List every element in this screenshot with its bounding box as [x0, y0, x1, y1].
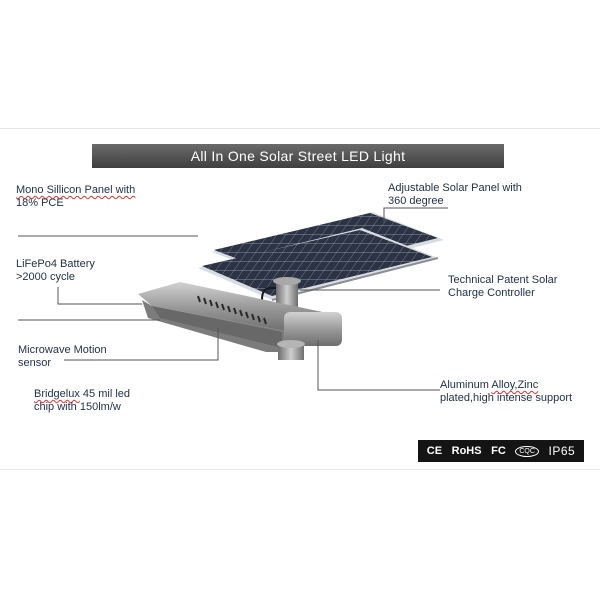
- label-motion-sensor: Microwave Motion sensor: [18, 344, 107, 370]
- label-controller: Technical Patent Solar Charge Controller: [448, 274, 557, 300]
- label-aluminum: Aluminum Alloy,Zinc plated,high intense …: [440, 379, 572, 405]
- label-adjustable-panel-line1: Adjustable Solar Panel with: [388, 182, 522, 194]
- label-motion-sensor-line2: sensor: [18, 357, 52, 369]
- label-bridgelux-line1a: Bridgelux: [34, 388, 80, 400]
- label-bridgelux: Bridgelux 45 mil led chip with 150lm/w: [34, 388, 130, 414]
- diagram-title: All In One Solar Street LED Light: [92, 144, 504, 168]
- label-battery: LiFePo4 Battery >2000 cycle: [16, 258, 95, 284]
- rohs-mark-icon: RoHS: [451, 445, 482, 457]
- label-bridgelux-line1b: 45 mil led: [79, 388, 130, 400]
- diagram-frame: [0, 128, 600, 470]
- label-motion-sensor-line1: Microwave Motion: [18, 344, 107, 356]
- leader-lines: [18, 207, 448, 391]
- label-mono-panel: Mono Sillicon Panel with 18% PCE: [16, 184, 135, 210]
- label-aluminum-line2: plated,high intense support: [440, 392, 573, 404]
- panel-mount: [261, 277, 301, 310]
- fc-mark-icon: FC: [491, 445, 506, 457]
- label-battery-line2: >2000 cycle: [16, 271, 76, 283]
- ce-mark-icon: CE: [426, 445, 443, 457]
- certification-bar: CE RoHS FC CQC IP65: [418, 440, 584, 462]
- label-adjustable-panel: Adjustable Solar Panel with 360 degree: [388, 182, 522, 208]
- label-aluminum-line1b: Alloy,Zinc: [491, 379, 539, 391]
- label-battery-line1: LiFePo4 Battery: [16, 258, 95, 270]
- label-mono-panel-line2: 18% PCE: [16, 197, 64, 209]
- label-bridgelux-line2: chip with 150lm/w: [34, 401, 121, 413]
- label-aluminum-line1a: Aluminum: [440, 379, 492, 391]
- label-controller-line1: Technical Patent Solar: [448, 274, 558, 286]
- label-adjustable-panel-line2: 360 degree: [388, 195, 444, 207]
- ip-rating-label: IP65: [548, 444, 576, 458]
- solar-panel-front: [198, 228, 439, 301]
- label-controller-line2: Charge Controller: [448, 287, 535, 299]
- cqc-mark-icon: CQC: [515, 445, 539, 457]
- label-mono-panel-line1: Mono Sillicon Panel with: [16, 184, 136, 196]
- lamp-housing: [138, 282, 342, 360]
